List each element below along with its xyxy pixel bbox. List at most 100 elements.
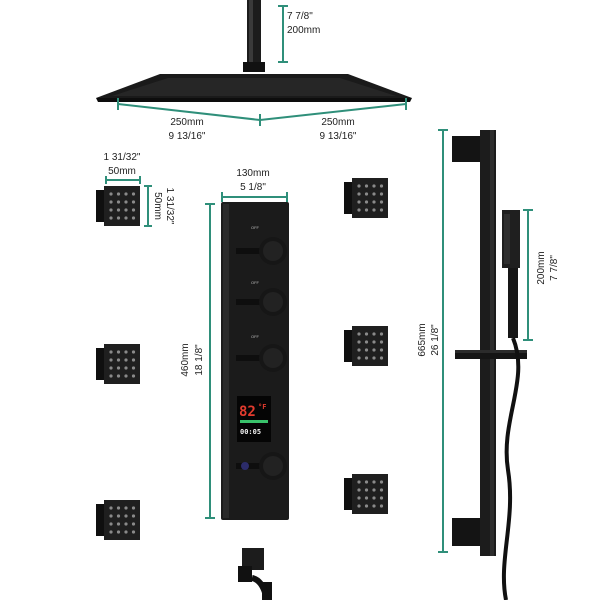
jet-nozzle bbox=[109, 514, 113, 518]
panel-width-inch: 5 1/8" bbox=[240, 182, 266, 193]
handheld-length-dimension: 200mm 7 7/8" bbox=[523, 209, 560, 341]
diverter-knob-2[interactable] bbox=[236, 288, 287, 316]
jet-nozzle bbox=[109, 506, 113, 510]
jet-width-inch: 1 31/32" bbox=[104, 152, 141, 163]
jet-nozzle bbox=[364, 340, 369, 344]
jet-nozzle bbox=[372, 200, 376, 204]
jet-nozzle bbox=[124, 350, 128, 354]
jet-nozzle bbox=[131, 374, 136, 378]
body-jet-bottom-right bbox=[344, 474, 388, 514]
jet-nozzle bbox=[116, 216, 121, 220]
jet-nozzle bbox=[131, 192, 136, 196]
jet-nozzle bbox=[116, 374, 121, 378]
jet-nozzle bbox=[379, 356, 384, 360]
slide-bar bbox=[452, 130, 496, 556]
ceiling-shower-arm bbox=[243, 0, 265, 72]
slide-bar-height-mm: 665mm bbox=[417, 323, 428, 356]
head-width-right-inch: 9 13/16" bbox=[320, 131, 357, 142]
thermostat-knob[interactable] bbox=[236, 452, 287, 480]
panel-width-mm: 130mm bbox=[236, 168, 269, 179]
jet-nozzle bbox=[364, 488, 369, 492]
handheld-length-inch: 7 7/8" bbox=[549, 255, 560, 281]
knob-label-2: OFF bbox=[251, 280, 260, 285]
head-width-left-inch: 9 13/16" bbox=[169, 131, 206, 142]
jet-nozzle bbox=[131, 530, 136, 534]
rain-shower-head bbox=[96, 74, 412, 102]
jet-nozzle bbox=[372, 192, 376, 196]
jet-nozzle bbox=[357, 480, 361, 484]
panel-height-mm: 460mm bbox=[180, 343, 191, 376]
jet-nozzle bbox=[131, 506, 136, 510]
diverter-knob-3[interactable] bbox=[236, 344, 287, 372]
jet-nozzle bbox=[124, 216, 128, 220]
jet-nozzle bbox=[124, 200, 128, 204]
jet-nozzle bbox=[124, 358, 128, 362]
jet-nozzle bbox=[379, 200, 384, 204]
jet-nozzle bbox=[372, 504, 376, 508]
panel-width-dimension: 130mm 5 1/8" bbox=[221, 168, 288, 202]
jet-nozzle bbox=[109, 374, 113, 378]
digital-temperature-display: 82 °F 00:05 bbox=[237, 396, 271, 442]
head-width-right-mm: 250mm bbox=[321, 117, 354, 128]
jet-nozzle bbox=[364, 496, 369, 500]
jet-nozzle bbox=[364, 332, 369, 336]
jet-nozzle bbox=[116, 192, 121, 196]
body-jet-middle-left bbox=[96, 344, 140, 384]
jet-nozzle bbox=[116, 530, 121, 534]
knob-label-1: OFF bbox=[251, 225, 260, 230]
display-temperature: 82 bbox=[239, 404, 256, 420]
jet-nozzle bbox=[124, 366, 128, 370]
diverter-knob-1[interactable] bbox=[236, 237, 287, 265]
jet-nozzle bbox=[357, 340, 361, 344]
jet-nozzle bbox=[131, 208, 136, 212]
jet-nozzle bbox=[109, 208, 113, 212]
jet-nozzle bbox=[372, 348, 376, 352]
jet-nozzle bbox=[372, 340, 376, 344]
jet-nozzle bbox=[364, 200, 369, 204]
jet-nozzle bbox=[131, 522, 136, 526]
jet-nozzle bbox=[357, 504, 361, 508]
handheld-length-mm: 200mm bbox=[536, 251, 547, 284]
jet-nozzle bbox=[379, 340, 384, 344]
jet-nozzle bbox=[116, 514, 121, 518]
jet-nozzle bbox=[357, 208, 361, 212]
body-jet-middle-right bbox=[344, 326, 388, 366]
jet-nozzle bbox=[124, 208, 128, 212]
jet-nozzle bbox=[372, 356, 376, 360]
jet-nozzle bbox=[109, 216, 113, 220]
jet-nozzle bbox=[364, 480, 369, 484]
jet-nozzle bbox=[379, 208, 384, 212]
jet-nozzle bbox=[124, 514, 128, 518]
jet-nozzle bbox=[372, 332, 376, 336]
jet-nozzle bbox=[116, 522, 121, 526]
slide-bar-height-inch: 26 1/8" bbox=[430, 324, 441, 356]
jet-nozzle bbox=[379, 192, 384, 196]
jet-nozzle bbox=[364, 504, 369, 508]
jet-nozzle bbox=[109, 522, 113, 526]
jet-nozzle bbox=[364, 184, 369, 188]
jet-nozzle bbox=[124, 506, 128, 510]
dimension-ceiling-arm: 7 7/8" 200mm bbox=[278, 5, 320, 63]
body-jet-top-left bbox=[96, 186, 140, 226]
jet-nozzle bbox=[379, 504, 384, 508]
jet-nozzle bbox=[116, 506, 121, 510]
jet-nozzle bbox=[357, 496, 361, 500]
body-jet-bottom-left bbox=[96, 500, 140, 540]
knob-label-3: OFF bbox=[251, 334, 260, 339]
jet-nozzle bbox=[372, 208, 376, 212]
ceiling-arm-mm-label: 200mm bbox=[287, 25, 320, 36]
jet-nozzle bbox=[364, 356, 369, 360]
jet-nozzle bbox=[124, 192, 128, 196]
jet-height-inch: 1 31/32" bbox=[164, 188, 175, 225]
jet-nozzle bbox=[364, 348, 369, 352]
jet-nozzle bbox=[131, 358, 136, 362]
jet-nozzle bbox=[131, 200, 136, 204]
slide-bar-holder[interactable] bbox=[455, 350, 527, 359]
jet-nozzle bbox=[131, 366, 136, 370]
jet-nozzle bbox=[124, 530, 128, 534]
slide-bar-height-dimension: 665mm 26 1/8" bbox=[417, 129, 448, 553]
jet-nozzle bbox=[379, 496, 384, 500]
jet-nozzle bbox=[109, 358, 113, 362]
jet-nozzle bbox=[131, 350, 136, 354]
